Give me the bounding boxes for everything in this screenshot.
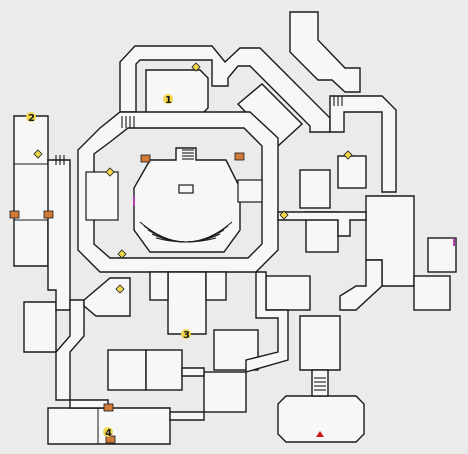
- east-middle-corridor: [277, 211, 367, 237]
- room-southeast-tall: [299, 315, 341, 371]
- corridor-center-east: [245, 271, 289, 373]
- stairs-northwest: [121, 116, 135, 128]
- arena-arc-5: [155, 237, 217, 243]
- location-marker-1[interactable]: 1: [163, 94, 173, 106]
- stairs-north: [182, 149, 194, 160]
- exit-corridor: [311, 369, 329, 397]
- central-dais: [178, 184, 194, 194]
- diamond-icon[interactable]: [33, 149, 43, 159]
- southwest-corridor: [55, 299, 85, 401]
- east-corridor: [329, 95, 397, 193]
- stairs-east: [333, 96, 343, 106]
- diamond-icon[interactable]: [343, 150, 353, 160]
- room-left-of-center: [85, 171, 119, 221]
- room-south-center: [167, 271, 207, 335]
- room-south-mid: [145, 349, 183, 391]
- south-building: [47, 407, 171, 445]
- room-north: [145, 69, 209, 117]
- stairs-west: [55, 155, 65, 165]
- room-south-left: [107, 349, 147, 391]
- treasure-chest-icon[interactable]: [43, 210, 54, 219]
- room-east-1: [299, 169, 331, 209]
- room-south-center-right: [205, 271, 227, 301]
- east-south-corridor: [339, 259, 383, 311]
- west-corridor: [47, 159, 71, 311]
- location-marker-2[interactable]: 2: [26, 112, 36, 124]
- south-corridor-2: [169, 411, 205, 421]
- room-far-east-lower: [413, 275, 451, 311]
- up-arrow-icon[interactable]: [316, 431, 324, 437]
- room-west-diamond: [83, 277, 131, 317]
- west-annex: [23, 301, 57, 353]
- room-south-center-left: [149, 271, 169, 301]
- central-hall: [133, 147, 241, 253]
- diamond-icon[interactable]: [105, 167, 115, 177]
- northeast-hall: [289, 11, 361, 93]
- room-south-lower: [203, 371, 247, 413]
- marker-label: 3: [183, 330, 190, 341]
- treasure-chest-icon[interactable]: [9, 210, 20, 219]
- stairs-exit: [314, 377, 326, 391]
- room-east-3: [337, 155, 367, 189]
- diamond-icon[interactable]: [279, 210, 289, 220]
- diamond-icon[interactable]: [115, 284, 125, 294]
- marker-label: 2: [28, 113, 35, 124]
- item-markers: [33, 62, 353, 294]
- south-corridor-1: [69, 399, 109, 409]
- room-center-east: [265, 275, 311, 311]
- south-corridor-3: [181, 367, 205, 377]
- exit-hall: [277, 395, 365, 443]
- room-right-of-center: [237, 179, 263, 203]
- diamond-icon[interactable]: [117, 249, 127, 259]
- location-marker-4[interactable]: 4: [103, 427, 113, 439]
- diamond-icon[interactable]: [191, 62, 201, 72]
- treasure-chest-icon[interactable]: [103, 403, 114, 412]
- north-corridor: [119, 45, 331, 133]
- chest-markers: [9, 152, 245, 444]
- treasure-chest-icon[interactable]: [140, 154, 151, 163]
- marker-label: 4: [105, 428, 112, 439]
- location-marker-3[interactable]: 3: [181, 329, 191, 341]
- marker-label: 1: [165, 95, 172, 106]
- room-far-east: [427, 237, 457, 273]
- treasure-chest-icon[interactable]: [234, 152, 245, 161]
